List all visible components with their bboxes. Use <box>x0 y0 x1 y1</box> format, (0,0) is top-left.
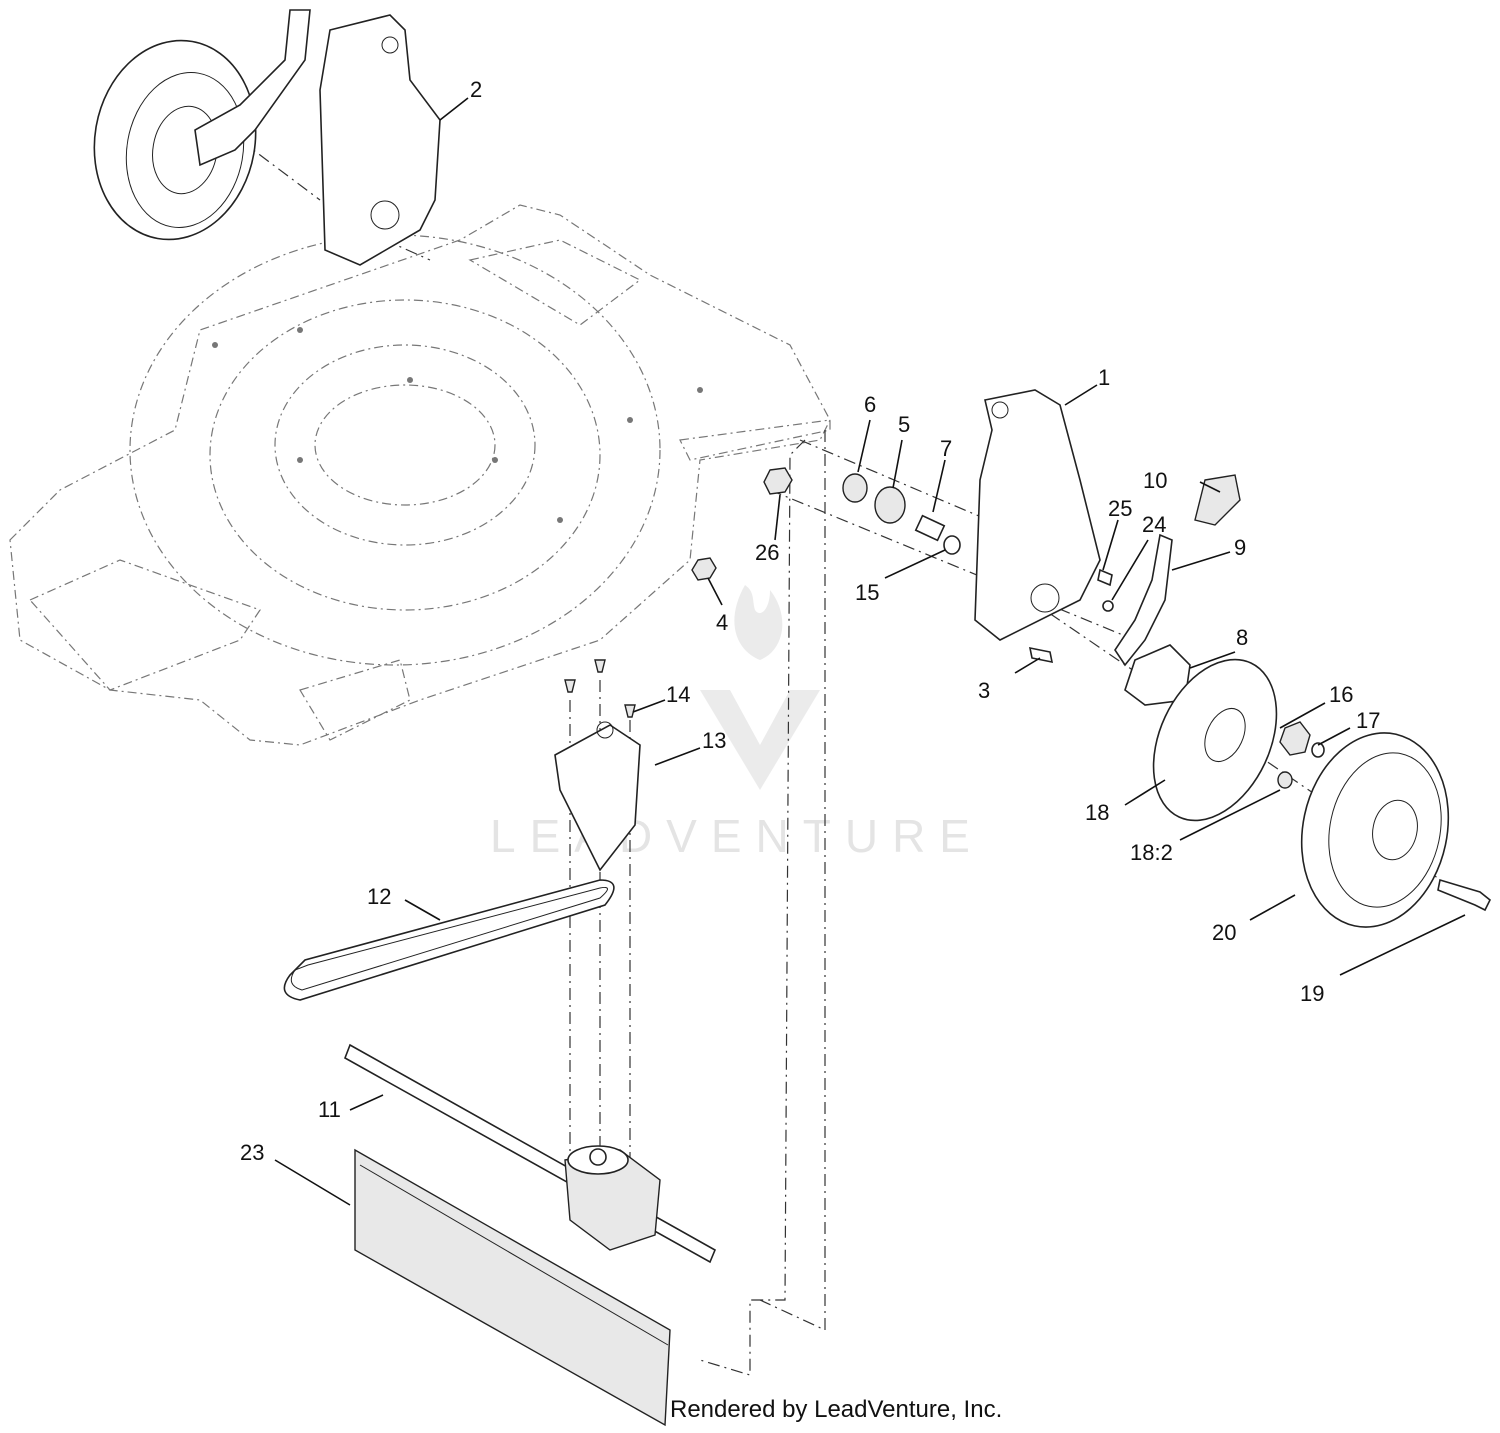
callout-7: 7 <box>940 436 952 461</box>
callout-8: 8 <box>1236 625 1248 650</box>
right-drive-parts <box>1152 658 1325 822</box>
render-credit: Rendered by LeadVenture, Inc. <box>670 1396 1003 1423</box>
callout-17: 17 <box>1356 708 1380 733</box>
callout-9: 9 <box>1234 535 1246 560</box>
transmission <box>564 1145 661 1251</box>
left-wheel-assembly <box>93 9 441 266</box>
right-height-bracket <box>974 389 1101 641</box>
part-14-screw <box>564 679 576 693</box>
callout-16: 16 <box>1329 682 1353 707</box>
part-6-bushing <box>842 473 868 503</box>
part-23-shield <box>354 1148 671 1427</box>
part-18-2-washer <box>1277 771 1293 789</box>
callout-26: 26 <box>755 540 779 565</box>
watermark-text: LEADVENTURE <box>490 810 984 862</box>
callout-4: 4 <box>716 610 728 635</box>
callout-18: 18 <box>1085 800 1109 825</box>
part-19-bolt <box>1437 878 1492 912</box>
part-16-pinion <box>1279 721 1311 756</box>
callout-13: 13 <box>702 728 726 753</box>
part-4-nut <box>691 557 717 581</box>
part-26-nut <box>763 467 793 495</box>
callout-25: 25 <box>1108 496 1132 521</box>
callout-3: 3 <box>978 678 990 703</box>
callout-15: 15 <box>855 580 879 605</box>
part-18-gear <box>1152 658 1278 822</box>
left-height-lever <box>194 9 311 167</box>
left-wheel <box>93 39 257 241</box>
right-lever-assembly <box>1114 474 1241 706</box>
mower-deck <box>9 204 831 746</box>
callout-23: 23 <box>240 1140 264 1165</box>
part-15-washer <box>943 535 961 555</box>
left-height-bracket <box>319 14 441 266</box>
part-17-ring <box>1311 742 1325 758</box>
callout-12: 12 <box>367 884 391 909</box>
watermark: LEADVENTURE <box>490 585 984 862</box>
part-13-bracket <box>554 724 641 872</box>
part-3-bolt <box>1028 646 1054 664</box>
callout-10: 10 <box>1143 468 1167 493</box>
callout-2: 2 <box>470 77 482 102</box>
part-5-bearing <box>874 486 906 524</box>
transmission-bracket <box>554 659 641 872</box>
callout-18-2: 18:2 <box>1130 840 1173 865</box>
right-wheel-assembly <box>1300 732 1492 928</box>
callout-20: 20 <box>1212 920 1236 945</box>
part-24-screw <box>1102 600 1114 612</box>
callout-24: 24 <box>1142 512 1166 537</box>
hardware-parts <box>691 467 1114 664</box>
leader-lines <box>274 97 1466 1206</box>
watermark-logo <box>700 690 820 790</box>
callout-6: 6 <box>864 392 876 417</box>
callout-11: 11 <box>318 1097 341 1122</box>
deck-bolt-holes <box>212 237 703 523</box>
part-20-wheel <box>1300 732 1450 928</box>
part-12-belt <box>283 879 615 1001</box>
callout-labels: 1 2 3 4 5 6 7 8 9 10 11 12 13 14 15 16 1… <box>240 77 1380 1165</box>
callout-5: 5 <box>898 412 910 437</box>
part-25-bolt <box>1097 568 1113 587</box>
callout-14: 14 <box>666 682 690 707</box>
callout-19: 19 <box>1300 981 1324 1006</box>
callout-1: 1 <box>1098 365 1110 390</box>
part-9-lever <box>1114 533 1173 667</box>
part-7-spacer <box>914 514 946 542</box>
part-10-knob <box>1194 474 1241 526</box>
